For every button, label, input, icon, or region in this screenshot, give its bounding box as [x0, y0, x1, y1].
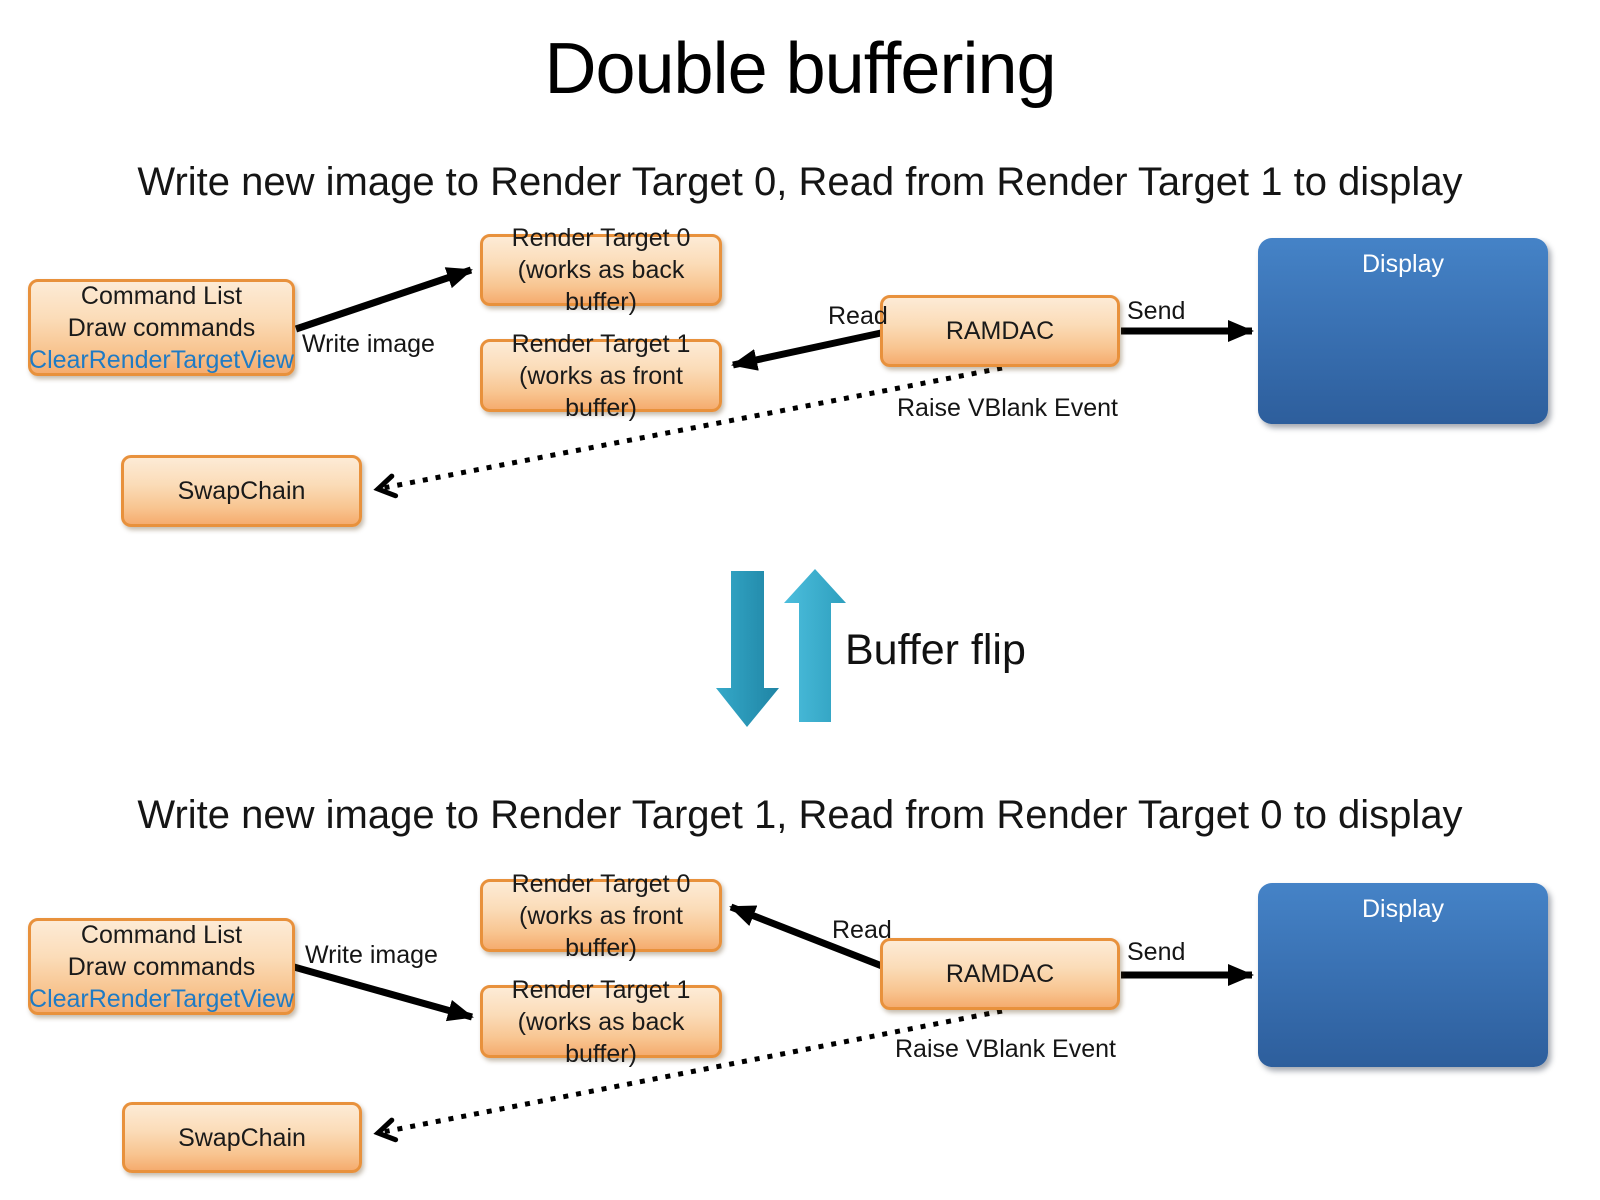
- ramdac-label: RAMDAC: [945, 317, 1055, 345]
- render-target-1-box-bottom: Render Target 1 (works as back buffer): [480, 976, 722, 1068]
- swapchain-box-bottom: SwapChain: [122, 1102, 362, 1173]
- command-list-line2: Draw commands: [67, 313, 256, 342]
- render-target-1-role: (works as front buffer): [519, 361, 683, 422]
- command-list-line2: Draw commands: [67, 952, 256, 981]
- send-label-bottom: Send: [1127, 938, 1186, 966]
- render-target-1-box-top: Render Target 1 (works as front buffer): [480, 330, 722, 422]
- render-target-0-title: Render Target 0: [511, 224, 691, 252]
- clear-render-target-view-label: ClearRenderTargetView: [29, 345, 294, 374]
- read-label-top: Read: [828, 302, 888, 330]
- write-image-arrow-top: [294, 266, 473, 333]
- ramdac-label: RAMDAC: [945, 960, 1055, 988]
- raise-vblank-dotted-arrow-top: [373, 365, 1003, 499]
- clear-render-target-view-label: ClearRenderTargetView: [29, 984, 294, 1013]
- render-target-1-title: Render Target 1: [511, 975, 691, 1004]
- read-arrow-top: [731, 329, 882, 371]
- write-image-label-top: Write image: [302, 330, 435, 358]
- swapchain-label: SwapChain: [177, 477, 306, 505]
- send-label-top: Send: [1127, 297, 1186, 325]
- render-target-0-role: (works as back buffer): [517, 256, 685, 316]
- top-diagram-heading: Write new image to Render Target 0, Read…: [137, 160, 1463, 204]
- slide-title: Double buffering: [544, 29, 1056, 109]
- flip-up-arrow: [784, 569, 846, 722]
- render-target-0-title: Render Target 0: [511, 869, 691, 898]
- display-box-top: Display: [1258, 238, 1548, 424]
- raise-vblank-label-bottom: Raise VBlank Event: [895, 1035, 1116, 1063]
- render-target-1-role: (works as back buffer): [517, 1007, 685, 1068]
- raise-vblank-dotted-arrow-bottom: [373, 1008, 1003, 1143]
- render-target-0-box-top: Render Target 0 (works as back buffer): [480, 224, 722, 316]
- raise-vblank-label-top: Raise VBlank Event: [897, 394, 1118, 422]
- render-target-1-title: Render Target 1: [511, 329, 691, 358]
- swapchain-box-top: SwapChain: [121, 455, 362, 527]
- read-arrow-bottom: [729, 903, 884, 970]
- swapchain-label: SwapChain: [178, 1123, 306, 1152]
- render-target-0-role: (works as front buffer): [519, 901, 683, 962]
- command-list-line1: Command List: [80, 281, 243, 310]
- read-label-bottom: Read: [832, 916, 892, 944]
- bottom-diagram-heading: Write new image to Render Target 1, Read…: [137, 793, 1463, 837]
- display-label: Display: [1362, 250, 1444, 278]
- command-list-box-top: Command List Draw commands ClearRenderTa…: [28, 279, 295, 376]
- command-list-box-bottom: Command List Draw commands ClearRenderTa…: [28, 918, 295, 1015]
- display-box-bottom: Display: [1258, 883, 1548, 1067]
- ramdac-box-bottom: RAMDAC: [880, 938, 1120, 1010]
- ramdac-box-top: RAMDAC: [880, 295, 1120, 367]
- write-image-arrow-bottom: [293, 963, 474, 1022]
- command-list-line1: Command List: [80, 920, 243, 949]
- buffer-flip-label: Buffer flip: [845, 626, 1026, 674]
- display-label: Display: [1362, 895, 1444, 923]
- flip-down-arrow: [716, 571, 779, 727]
- write-image-label-bottom: Write image: [305, 941, 438, 969]
- render-target-0-box-bottom: Render Target 0 (works as front buffer): [480, 870, 722, 962]
